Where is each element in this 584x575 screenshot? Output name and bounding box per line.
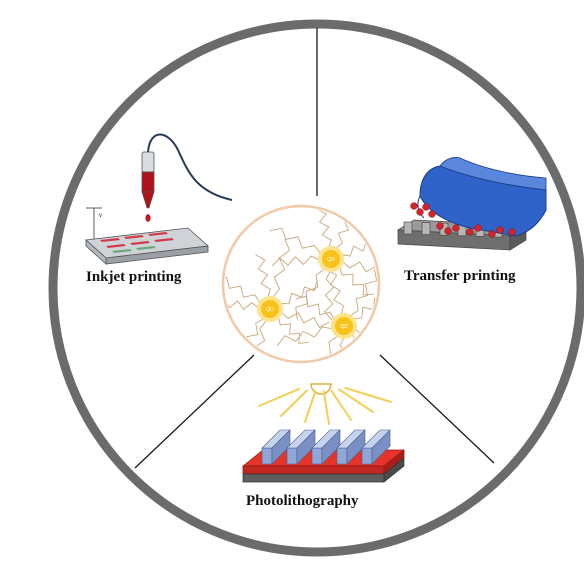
photo-resist-stripe [261, 429, 291, 465]
ligand-chain [339, 337, 349, 360]
transfer-quantum-dots [410, 202, 516, 238]
transfer-post [421, 222, 431, 235]
light-ray [322, 390, 330, 425]
quantum-dot-core [335, 317, 353, 335]
transfer-quantum-dot [410, 202, 418, 210]
label-photolithography: Photolithography [246, 493, 359, 509]
transfer-quantum-dot [488, 230, 496, 238]
ligand-chain [269, 227, 321, 254]
inkjet-cable [147, 133, 233, 201]
photolithography-substrate-icon [242, 429, 405, 483]
ligand-chain [326, 269, 345, 315]
ligand-chain [316, 208, 332, 248]
transfer-stamp-curve [417, 195, 425, 219]
inkjet-substrate-side [85, 239, 107, 265]
ligand-chain [295, 295, 335, 320]
ligand-chain [339, 267, 375, 296]
transfer-quantum-dot [416, 208, 424, 216]
quantum-dot-core [322, 250, 340, 268]
photo-resist-stripe [311, 429, 341, 465]
ligand-chain [276, 326, 333, 346]
ligand-chain [255, 254, 271, 298]
inkjet-ink-reservoir [141, 171, 155, 193]
ligand-chain [278, 317, 309, 344]
light-ray [330, 389, 352, 421]
transfer-quantum-dot [444, 227, 452, 235]
quantum-dots: QD QD QD [257, 246, 357, 339]
inkjet-printed-pixels [100, 232, 174, 248]
quantum-dot-label: QD [327, 257, 335, 263]
ligand-chain [295, 268, 325, 320]
light-ray [258, 387, 301, 407]
quantum-dot-icon: QD [257, 296, 283, 322]
inkjet-dimension-label: v [99, 213, 102, 219]
transfer-quantum-dot [436, 222, 444, 230]
ligand-chain [281, 311, 330, 329]
light-ray [304, 390, 317, 423]
photo-resist-stripe [336, 429, 366, 465]
transfer-post [403, 221, 413, 235]
ligand-chain [342, 261, 377, 277]
inkjet-printed-pixels-green [112, 246, 156, 253]
label-transfer-printing: Transfer printing [404, 268, 516, 284]
transfer-quantum-dot [508, 228, 516, 236]
quantum-dot-label: QD [266, 307, 274, 313]
ligand-chain [323, 270, 335, 321]
photo-resist-stripe [361, 429, 391, 465]
ligand-chain [350, 269, 377, 317]
ligand-chain [272, 238, 291, 298]
transfer-stamp-top [439, 157, 547, 191]
transfer-quantum-dot [452, 224, 460, 232]
photo-base-side [383, 457, 405, 483]
quantum-dot-label: QD [340, 324, 348, 330]
light-ray [344, 387, 392, 403]
inkjet-printer-icon: v [85, 133, 233, 265]
transfer-quantum-dot [474, 224, 482, 232]
quantum-dot-icon: QD [318, 246, 344, 272]
light-ray [280, 389, 308, 417]
ligand-chain [225, 276, 261, 303]
photo-resist-stripes [261, 429, 391, 465]
inkjet-nozzle-top [141, 151, 155, 173]
inkjet-droplet [145, 214, 151, 222]
photo-substrate-front [242, 465, 385, 475]
transfer-stamp-icon [396, 157, 547, 251]
divider-bottom-right [379, 354, 495, 464]
light-rays [258, 387, 392, 425]
center-circle [221, 204, 381, 364]
label-inkjet-printing: Inkjet printing [86, 269, 182, 285]
transfer-quantum-dot [496, 226, 504, 234]
transfer-quantum-dot [422, 203, 430, 211]
ligand-chain [225, 298, 259, 311]
divider-bottom-left [134, 354, 255, 469]
uv-lamp-icon [258, 383, 392, 425]
quantum-dot-core [261, 300, 279, 318]
photo-resist-stripe [286, 429, 316, 465]
quantum-dot-center: QD QD QD [221, 204, 381, 364]
quantum-dot-icon: QD [331, 313, 357, 339]
light-ray [338, 388, 374, 413]
inkjet-nozzle-tip [141, 191, 155, 209]
transfer-quantum-dot [428, 210, 436, 218]
transfer-quantum-dot [466, 228, 474, 236]
photo-base-front [242, 473, 385, 483]
